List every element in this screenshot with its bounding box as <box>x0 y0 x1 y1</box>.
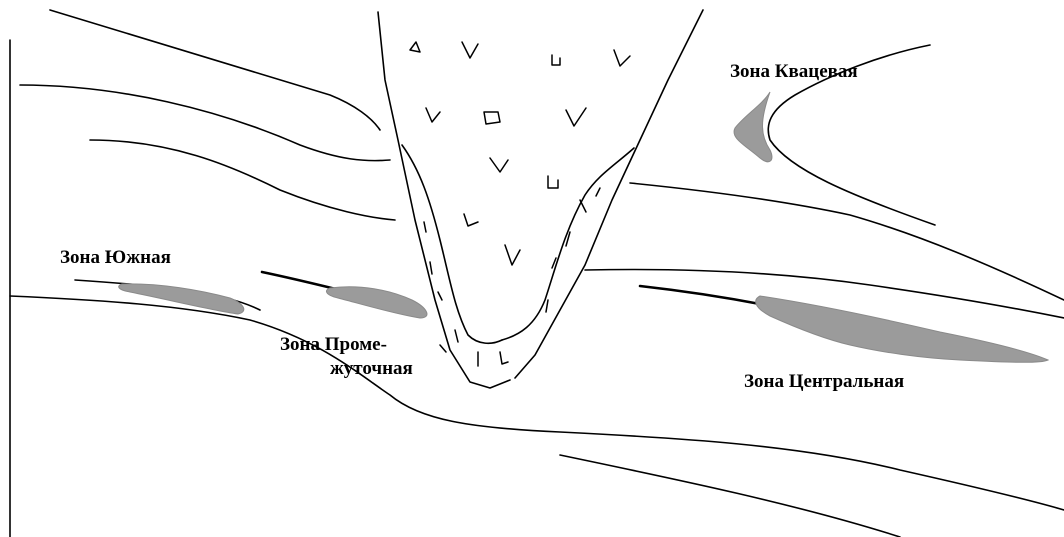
breccia-mark <box>464 214 478 226</box>
breccia-mark <box>546 300 548 312</box>
breccia-mark <box>596 188 600 196</box>
breccia-mark <box>614 50 630 66</box>
breccia-mark <box>438 292 442 300</box>
breccia-mark <box>490 158 508 172</box>
zone-kvatsevaya-label: Зона Квацевая <box>730 60 858 83</box>
zone-promezhutochnaya-label-line2: жуточная <box>330 357 413 380</box>
zone-yuzhnaya-label: Зона Южная <box>60 246 171 269</box>
stratum-lower-3 <box>560 455 900 537</box>
breccia-mark <box>440 345 446 352</box>
breccia-mark <box>424 222 426 232</box>
breccia-mark <box>455 330 458 342</box>
breccia-mark <box>566 108 586 126</box>
breccia-mark <box>548 176 558 188</box>
stratum-line-1 <box>50 10 380 130</box>
breccia-mark <box>552 55 560 65</box>
breccia-mark <box>484 112 500 124</box>
ore-body-kvatsevaya <box>734 92 772 162</box>
breccia-mark <box>426 108 440 122</box>
breccia-mark <box>410 42 420 52</box>
breccia-mark <box>430 262 432 274</box>
ore-body-promezhutochnaya <box>326 287 427 318</box>
fault-left <box>378 12 510 388</box>
breccia-mark <box>500 352 508 364</box>
breccia-mark <box>580 200 586 212</box>
zone-promezhutochnaya-label-line1: Зона Проме- <box>280 333 387 356</box>
breccia-inner-right <box>502 148 634 340</box>
breccia-fill-marks <box>410 42 630 366</box>
fault-right <box>515 10 703 378</box>
breccia-mark <box>505 245 520 265</box>
stratum-line-3 <box>90 140 395 220</box>
ore-body-yuzhnaya <box>119 284 244 314</box>
zone-tsentralnaya-label: Зона Центральная <box>744 370 904 393</box>
breccia-mark <box>462 42 478 58</box>
